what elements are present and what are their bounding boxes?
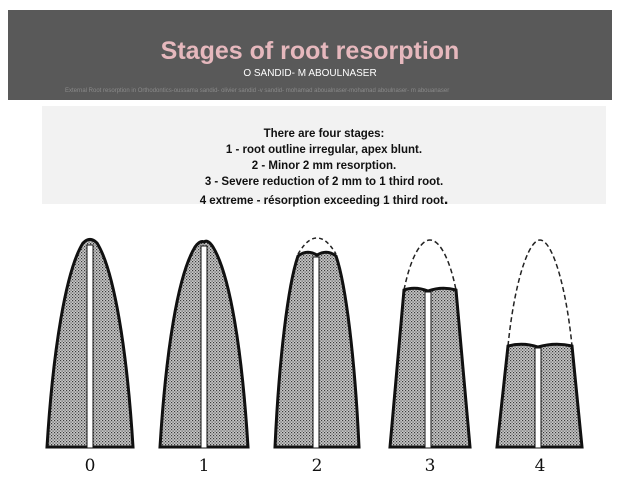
root-stage-0 xyxy=(45,238,135,449)
slide-title: Stages of root resorption xyxy=(160,37,460,65)
root-1-canal xyxy=(200,245,208,449)
stage-label-0: 0 xyxy=(85,456,96,476)
root-2-canal xyxy=(312,256,320,449)
root-2-original-apex xyxy=(297,237,337,255)
slide-subtitle: O SANDID- M ABOULNASER xyxy=(243,68,377,79)
root-3-canal xyxy=(424,291,432,449)
stage-label-3: 3 xyxy=(425,456,436,476)
slide-caption: External Root resorption in Orthodontics… xyxy=(65,88,450,94)
root-stage-1 xyxy=(158,239,250,449)
root-3-original-apex xyxy=(403,239,457,291)
root-stage-4 xyxy=(495,239,584,449)
stage-label-2: 2 xyxy=(312,456,323,476)
stage-label-4: 4 xyxy=(535,456,546,476)
root-4-canal xyxy=(534,347,542,449)
stage-item-1: 1 - root outline irregular, apex blunt. xyxy=(225,144,423,156)
stage-item-4-period: . xyxy=(443,191,449,208)
root-stage-2 xyxy=(273,237,361,449)
stages-box: There are four stages: 1 - root outline … xyxy=(42,106,606,208)
stage-item-4-text: 4 extreme - résorption exceeding 1 third… xyxy=(199,195,444,207)
stage-label-1: 1 xyxy=(199,456,210,476)
stage-item-4: 4 extreme - résorption exceeding 1 third… xyxy=(42,190,606,211)
stage-item-2: 2 - Minor 2 mm resorption. xyxy=(251,160,397,172)
stages-heading: There are four stages: xyxy=(263,128,385,140)
stage-item-3: 3 - Severe reduction of 2 mm to 1 third … xyxy=(204,176,444,188)
slide-header: Stages of root resorption O SANDID- M AB… xyxy=(8,10,612,100)
root-4-original-apex xyxy=(507,239,573,347)
root-0-canal xyxy=(86,244,94,449)
root-stage-3 xyxy=(388,239,472,449)
